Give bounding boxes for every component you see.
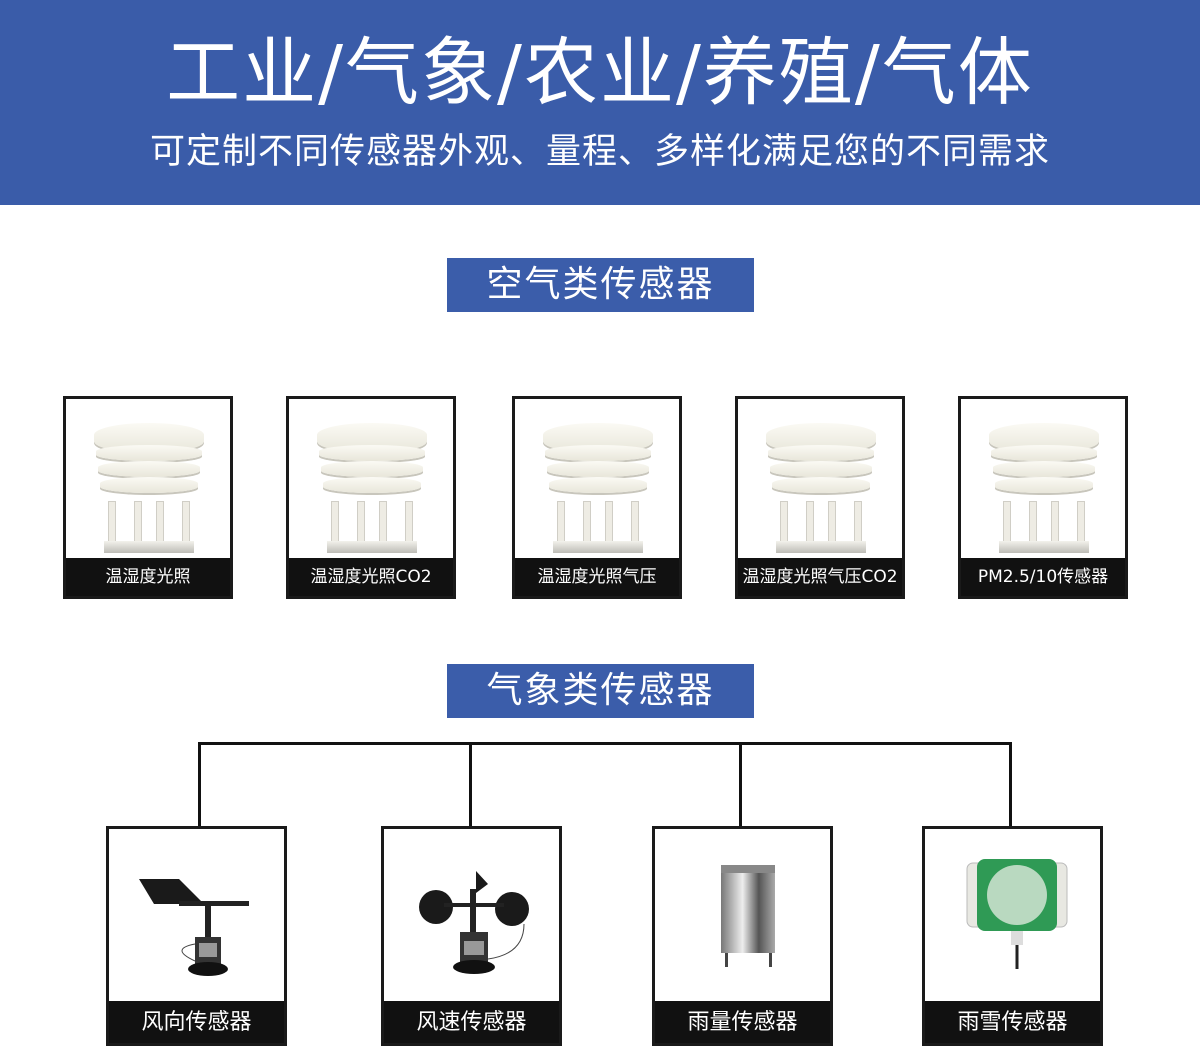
product-card-air-2[interactable]: 温湿度光照CO2 bbox=[286, 396, 456, 599]
louvered-shield-image bbox=[94, 423, 204, 558]
product-label: 雨量传感器 bbox=[655, 1001, 830, 1043]
product-label: 温湿度光照气压CO2 bbox=[738, 558, 902, 596]
louvered-shield-image bbox=[989, 423, 1099, 558]
product-card-rain-gauge[interactable]: 雨量传感器 bbox=[652, 826, 833, 1046]
connector-3 bbox=[739, 742, 742, 827]
connector-1 bbox=[198, 742, 201, 827]
weather-section-title: 气象类传感器 bbox=[447, 664, 754, 718]
product-label: PM2.5/10传感器 bbox=[961, 558, 1125, 596]
wind-vane-image bbox=[139, 879, 249, 976]
rain-gauge-image bbox=[721, 865, 775, 967]
product-label: 温湿度光照 bbox=[66, 558, 230, 596]
product-card-wind-speed[interactable]: 风速传感器 bbox=[381, 826, 562, 1046]
louvered-shield-image bbox=[543, 423, 653, 558]
banner-subtitle: 可定制不同传感器外观、量程、多样化满足您的不同需求 bbox=[149, 132, 1050, 172]
banner-title: 工业/气象/农业/养殖/气体 bbox=[166, 30, 1034, 116]
connector-2 bbox=[469, 742, 472, 827]
anemometer-image bbox=[419, 871, 529, 974]
air-section-title: 空气类传感器 bbox=[447, 258, 754, 312]
product-label: 温湿度光照气压 bbox=[515, 558, 679, 596]
product-card-air-1[interactable]: 温湿度光照 bbox=[63, 396, 233, 599]
product-label: 雨雪传感器 bbox=[925, 1001, 1100, 1043]
rain-snow-sensor-image bbox=[966, 859, 1068, 969]
louvered-shield-image bbox=[317, 423, 427, 558]
product-card-air-3[interactable]: 温湿度光照气压 bbox=[512, 396, 682, 599]
header-banner: 工业/气象/农业/养殖/气体 可定制不同传感器外观、量程、多样化满足您的不同需求 bbox=[0, 0, 1200, 205]
louvered-shield-image bbox=[766, 423, 876, 558]
connector-4 bbox=[1009, 742, 1012, 827]
product-label: 风向传感器 bbox=[109, 1001, 284, 1043]
product-label: 风速传感器 bbox=[384, 1001, 559, 1043]
product-card-wind-direction[interactable]: 风向传感器 bbox=[106, 826, 287, 1046]
product-card-air-5[interactable]: PM2.5/10传感器 bbox=[958, 396, 1128, 599]
product-card-air-4[interactable]: 温湿度光照气压CO2 bbox=[735, 396, 905, 599]
product-label: 温湿度光照CO2 bbox=[289, 558, 453, 596]
product-card-rain-snow[interactable]: 雨雪传感器 bbox=[922, 826, 1103, 1046]
connector-horizontal bbox=[198, 742, 1012, 745]
